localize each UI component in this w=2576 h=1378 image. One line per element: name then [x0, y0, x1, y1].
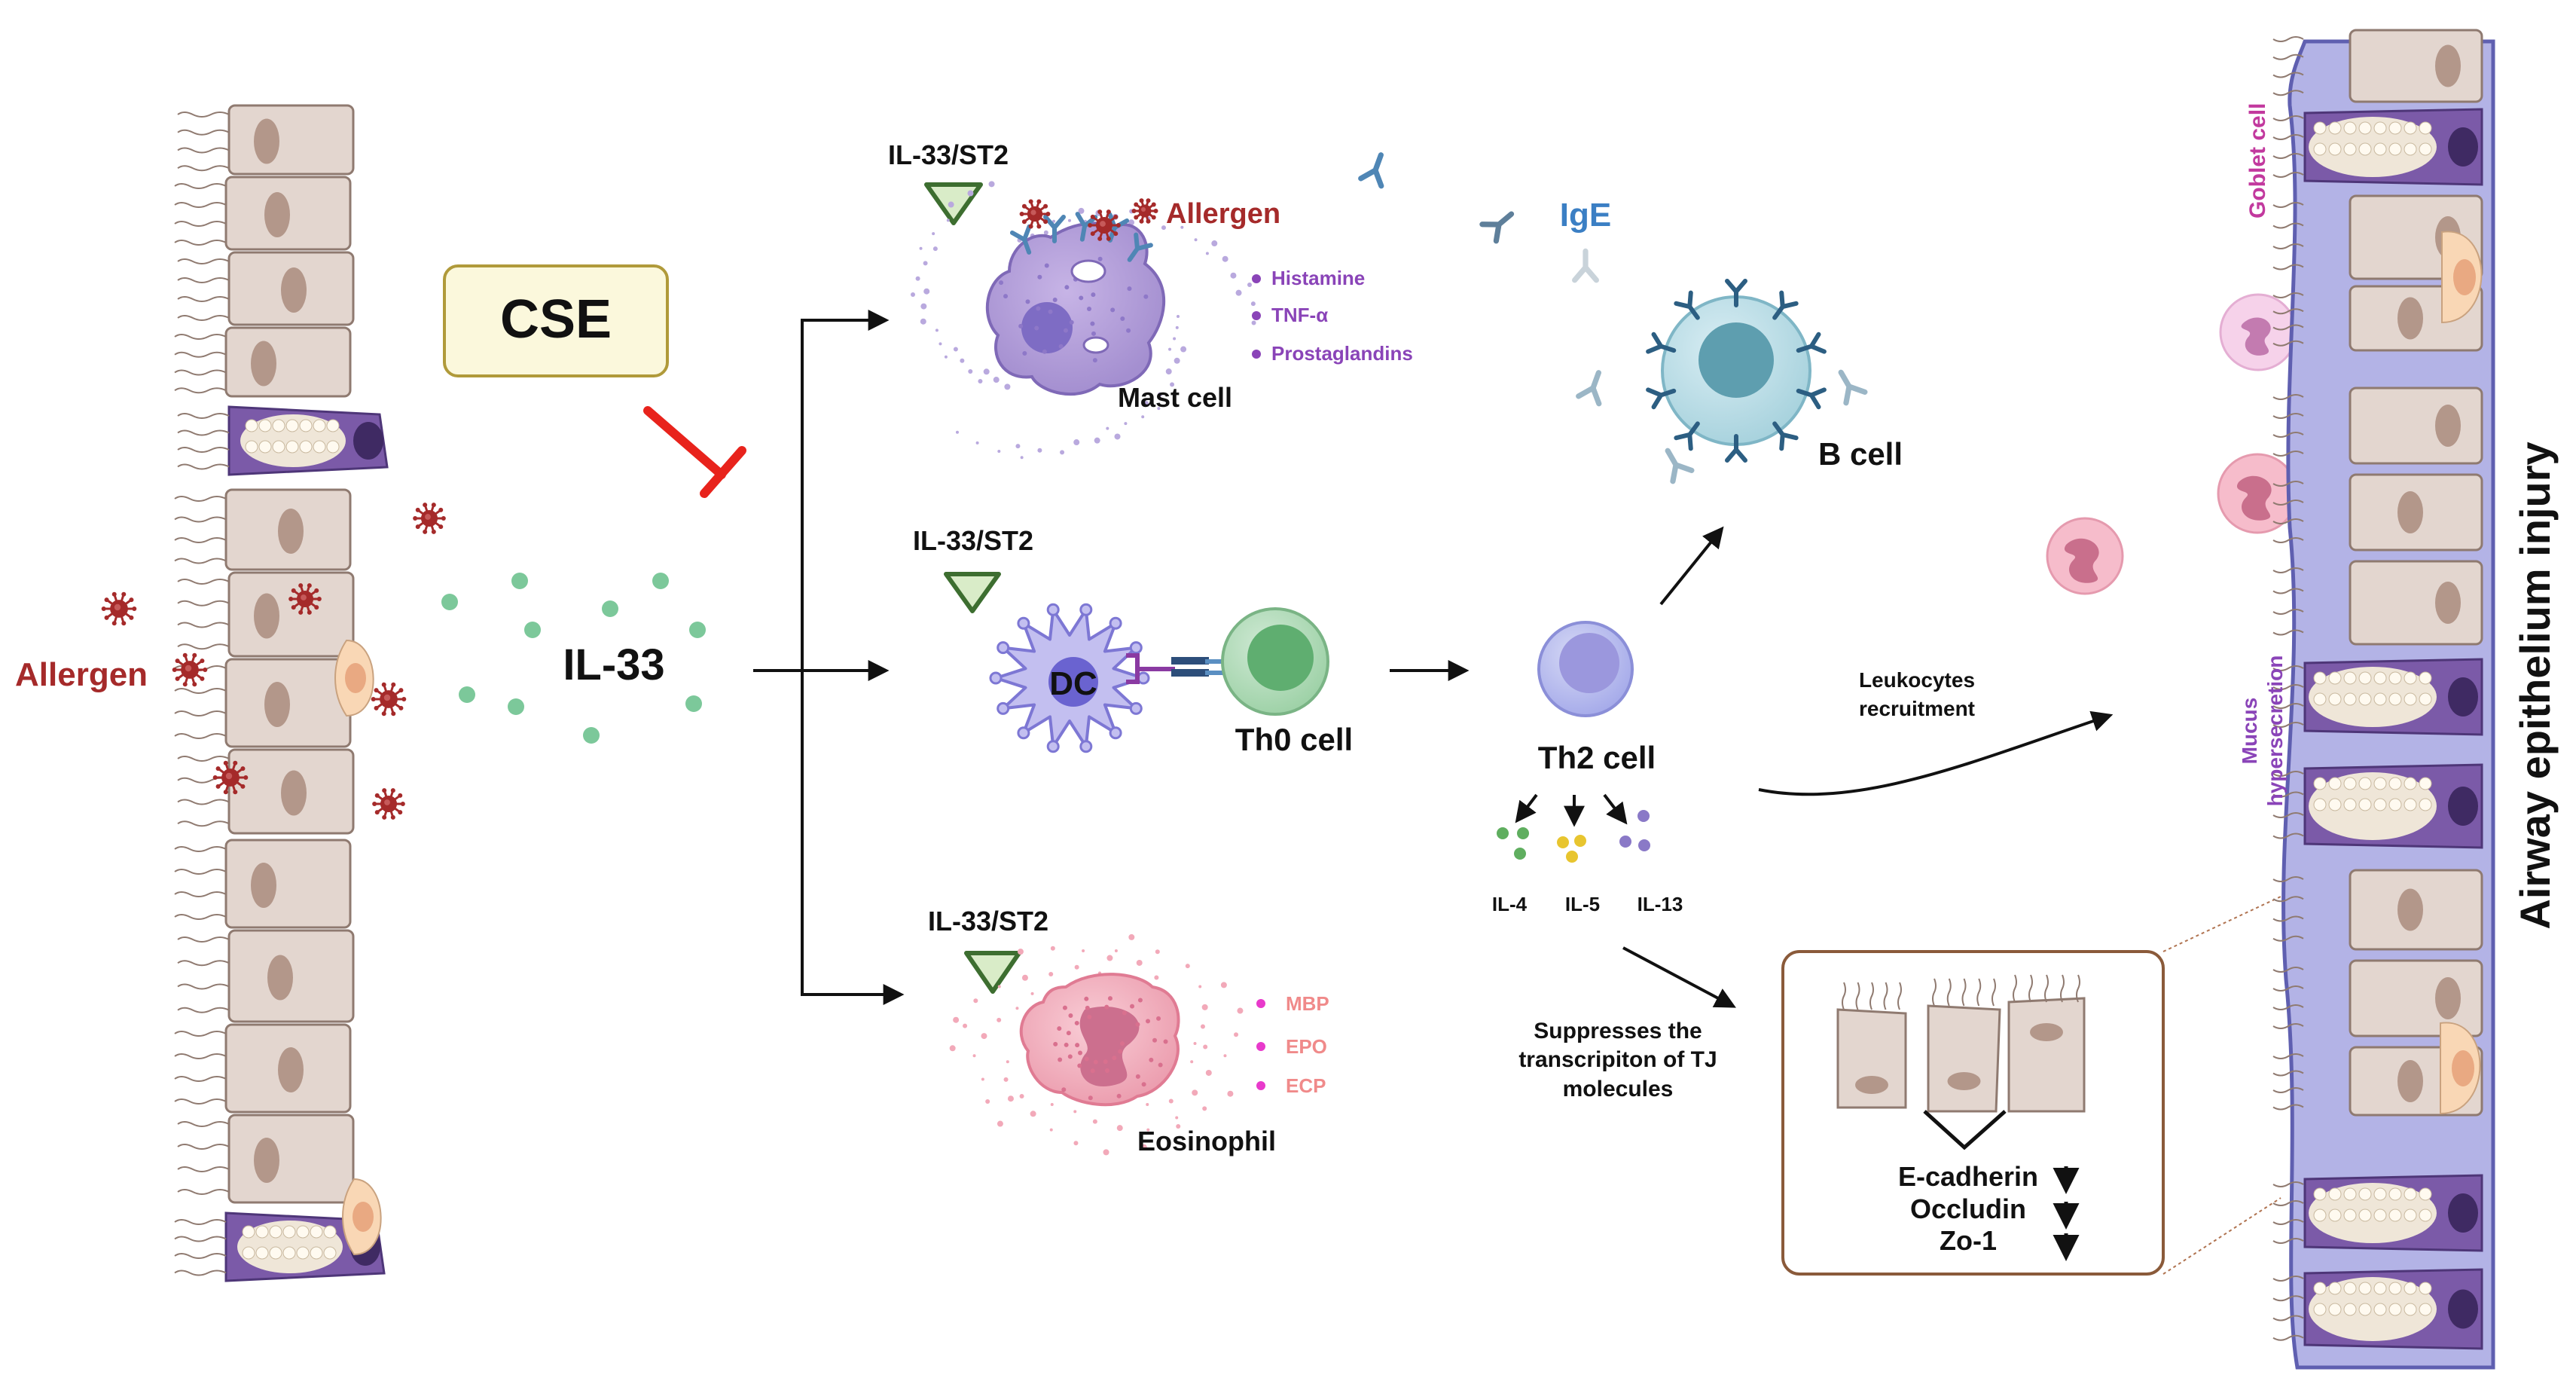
th2-cell: [1537, 621, 1634, 717]
inhibition-icon: [643, 406, 746, 498]
th0-cell-label: Th0 cell: [1235, 722, 1353, 757]
cse-label: CSE: [500, 289, 612, 350]
il13-label: IL-13: [1637, 893, 1683, 915]
neutrophil-cells: [2046, 293, 2298, 595]
mediator-prostaglandins: Prostaglandins: [1271, 342, 1413, 365]
il5-label: IL-5: [1565, 893, 1600, 915]
left-epithelium: [174, 104, 389, 1282]
mediator-mbp: MBP: [1286, 992, 1329, 1015]
il33-particles: [441, 573, 706, 744]
e-cadherin-label: E-cadherin: [1898, 1161, 2038, 1192]
th2-cell-label: Th2 cell: [1538, 740, 1656, 775]
mast-mediator-list: Histamine TNF-α Prostaglandins: [1252, 267, 1413, 365]
mediator-epo: EPO: [1286, 1035, 1327, 1058]
airway-injury-label: Airway epithelium injury: [2511, 442, 2559, 929]
th0-cell: [1221, 607, 1329, 716]
tcr-mhc-icon: [1171, 657, 1224, 677]
il5-dots: [1557, 835, 1586, 863]
b-cell: [1646, 279, 1827, 463]
ige-label: IgE: [1560, 197, 1611, 234]
goblet-cell-label: Goblet cell: [2245, 103, 2270, 218]
allergen-particles-mast: [1019, 198, 1158, 241]
eosinophil-label: Eosinophil: [1137, 1126, 1276, 1156]
allergen-label-left: Allergen: [15, 656, 148, 693]
suppress-label-line3: molecules: [1563, 1077, 1674, 1101]
st2-receptor-icon-mid: [944, 572, 1001, 613]
branch-arrows: [753, 310, 2114, 1008]
il33-st2-label-top: IL-33/ST2: [888, 139, 1009, 170]
leukocytes-label: Leukocytes: [1859, 668, 1975, 692]
mediator-ecp: ECP: [1286, 1074, 1326, 1097]
mediator-tnf-alpha: TNF-α: [1271, 304, 1328, 326]
mast-cell-label: Mast cell: [1118, 382, 1232, 413]
suppress-label-line2: transcripiton of TJ: [1518, 1047, 1717, 1072]
mediator-histamine: Histamine: [1271, 267, 1365, 289]
hypersecretion-label: hypersecretion: [2263, 655, 2287, 807]
b-cell-label: B cell: [1818, 436, 1903, 472]
il4-label: IL-4: [1492, 893, 1528, 915]
il4-dots: [1497, 827, 1529, 860]
dendritic-cell: DC: [989, 603, 1175, 753]
zo1-label: Zo-1: [1940, 1225, 1997, 1256]
cse-box: CSE: [443, 264, 669, 377]
recruitment-label: recruitment: [1859, 697, 1975, 720]
eos-mediator-list: MBP EPO ECP: [1256, 992, 1329, 1097]
il33-label: IL-33: [563, 640, 664, 689]
mast-cell: [911, 181, 1256, 460]
occludin-label: Occludin: [1910, 1193, 2026, 1224]
dc-label: DC: [1049, 665, 1097, 702]
right-epithelium: [2272, 29, 2495, 1370]
il33-st2-label-mid: IL-33/ST2: [913, 525, 1033, 556]
allergen-label-mast: Allergen: [1166, 198, 1280, 230]
mucus-label: Mucus: [2238, 698, 2261, 765]
il13-dots: [1619, 810, 1650, 851]
suppress-label-line1: Suppresses the: [1534, 1019, 1702, 1043]
il33-st2-label-bot: IL-33/ST2: [928, 906, 1048, 936]
allergen-particles-left: [101, 503, 446, 820]
eosinophil-cell: [949, 933, 1244, 1156]
st2-receptor-icon-bot: [964, 951, 1021, 994]
tight-junction-inset: E-cadherin Occludin Zo-1: [1781, 950, 2165, 1276]
ige-antibodies: [1358, 152, 1868, 484]
